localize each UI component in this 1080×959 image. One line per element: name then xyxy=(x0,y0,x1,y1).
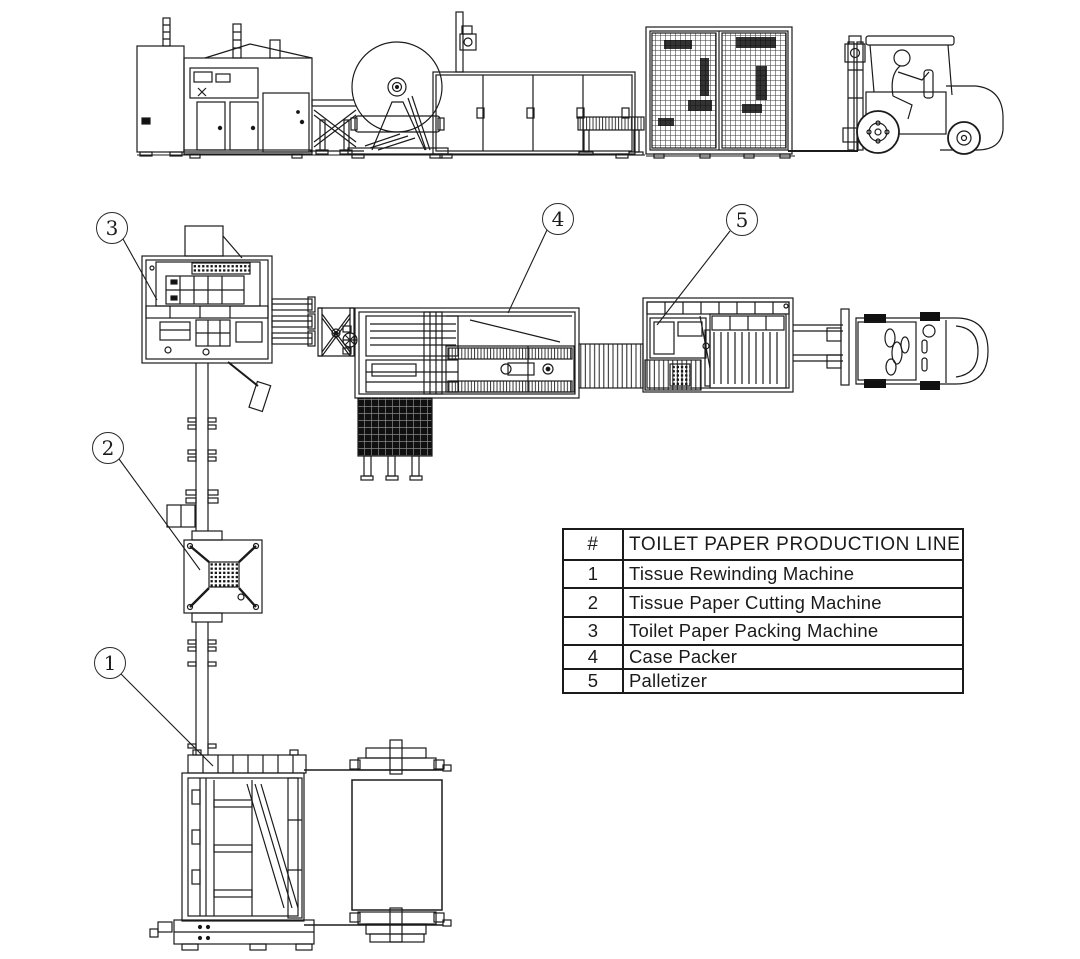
elevation-palletizer-cage xyxy=(645,26,793,159)
plan-jumbo-roll xyxy=(349,739,452,943)
plan-log-conveyor xyxy=(166,363,219,755)
elevation-rewinder-housing xyxy=(183,23,313,159)
legend-row-5-name: Palletizer xyxy=(624,668,962,692)
elevation-parent-roll xyxy=(347,41,449,159)
legend-row-3-name: Toilet Paper Packing Machine xyxy=(624,616,962,644)
legend-row-3-number: 3 xyxy=(564,616,624,644)
callout-4: 4 xyxy=(542,203,574,235)
plan-rewinding-machine xyxy=(149,739,452,951)
callout-2-number: 2 xyxy=(101,436,115,460)
elevation-panel-enclosure xyxy=(432,11,636,159)
callout-3-number: 3 xyxy=(105,216,119,240)
plan-roller-conveyor xyxy=(578,343,644,389)
elevation-exit-conveyor xyxy=(577,116,645,156)
callout-leader-lines xyxy=(118,229,731,767)
plan-palletizer xyxy=(642,297,843,393)
callout-5-number: 5 xyxy=(735,208,749,232)
callout-1: 1 xyxy=(94,647,126,679)
callout-4-number: 4 xyxy=(551,207,565,231)
legend-row-5-number: 5 xyxy=(564,668,624,692)
plan-case-packer xyxy=(342,307,644,481)
callout-2: 2 xyxy=(92,432,124,464)
legend-row-1-name: Tissue Rewinding Machine xyxy=(624,559,962,587)
plan-packing-machine xyxy=(141,225,355,413)
elevation-transfer-conveyor xyxy=(310,99,364,155)
elevation-forklift xyxy=(788,35,1004,155)
legend-row-4-number: 4 xyxy=(564,644,624,668)
legend-header-number: # xyxy=(564,530,624,559)
callout-3: 3 xyxy=(96,212,128,244)
plan-cutting-machine xyxy=(183,530,263,623)
callout-5: 5 xyxy=(726,204,758,236)
legend-header-title: TOILET PAPER PRODUCTION LINE xyxy=(629,533,961,555)
callout-1-number: 1 xyxy=(103,651,117,675)
elevation-view xyxy=(136,11,1004,159)
legend-row-4-name: Case Packer xyxy=(624,644,962,668)
legend-row-1-number: 1 xyxy=(564,559,624,587)
plan-view xyxy=(118,225,989,951)
elevation-control-cabinet xyxy=(136,17,185,157)
legend-row-2-name: Tissue Paper Cutting Machine xyxy=(624,587,962,616)
legend-row-2-number: 2 xyxy=(564,587,624,616)
legend-table: # TOILET PAPER PRODUCTION LINE 1 Tissue … xyxy=(562,528,964,694)
plan-forklift xyxy=(826,308,989,390)
